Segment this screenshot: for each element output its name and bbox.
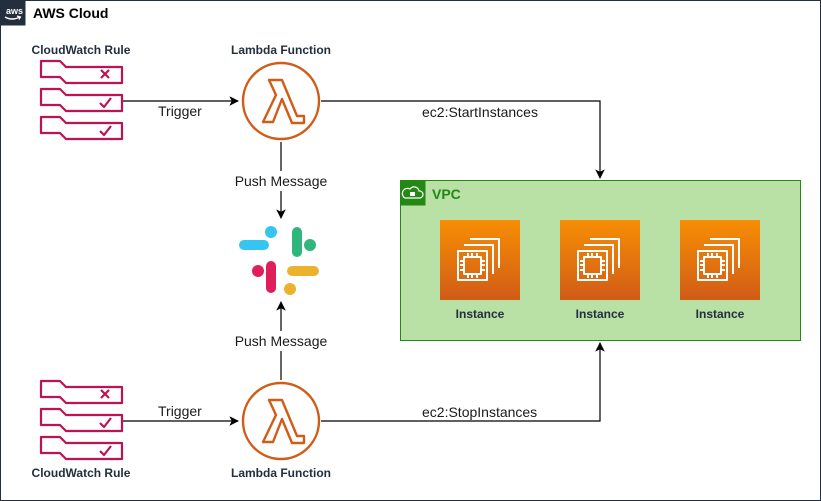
vpc-title: VPC	[432, 186, 461, 202]
aws-logo-icon: aws	[0, 0, 26, 26]
edge-label-stop: ec2:StopInstances	[422, 404, 537, 420]
edge-label-trigger-bottom: Trigger	[158, 403, 202, 419]
edge-start-instances	[321, 100, 605, 179]
instance-2-label: Instance	[576, 307, 625, 321]
instance-3-label: Instance	[696, 307, 745, 321]
edge-label-start: ec2:StartInstances	[422, 104, 538, 120]
ec2-instance-icon	[679, 219, 761, 301]
instance-1[interactable]: Instance	[439, 219, 521, 321]
instance-2[interactable]: Instance	[559, 219, 641, 321]
lambda-function-bottom[interactable]: Lambda Function	[231, 381, 331, 480]
cloud-title: AWS Cloud	[33, 5, 108, 21]
lambda-bottom-label: Lambda Function	[231, 466, 331, 480]
edge-label-push-bottom: Push Message	[235, 333, 328, 349]
lambda-function-top[interactable]: Lambda Function	[231, 43, 331, 141]
cloudwatch-rule-bottom-label: CloudWatch Rule	[32, 466, 131, 480]
instance-3[interactable]: Instance	[679, 219, 761, 321]
edge-label-trigger-top: Trigger	[158, 103, 202, 119]
svg-text:aws: aws	[6, 6, 23, 16]
instance-1-label: Instance	[456, 307, 505, 321]
ec2-instance-icon	[559, 219, 641, 301]
cloudwatch-rule-top[interactable]: CloudWatch Rule	[32, 43, 131, 141]
cloudwatch-rule-top-label: CloudWatch Rule	[32, 43, 131, 57]
lambda-top-label: Lambda Function	[231, 43, 331, 57]
edge-label-push-top: Push Message	[235, 173, 328, 189]
edge-stop-instances	[321, 342, 605, 422]
ec2-instance-icon	[439, 219, 521, 301]
vpc-cloud-lock-icon	[400, 180, 426, 206]
cloudwatch-rule-bottom[interactable]: CloudWatch Rule	[32, 379, 131, 480]
slack-logo-icon[interactable]	[239, 226, 319, 295]
